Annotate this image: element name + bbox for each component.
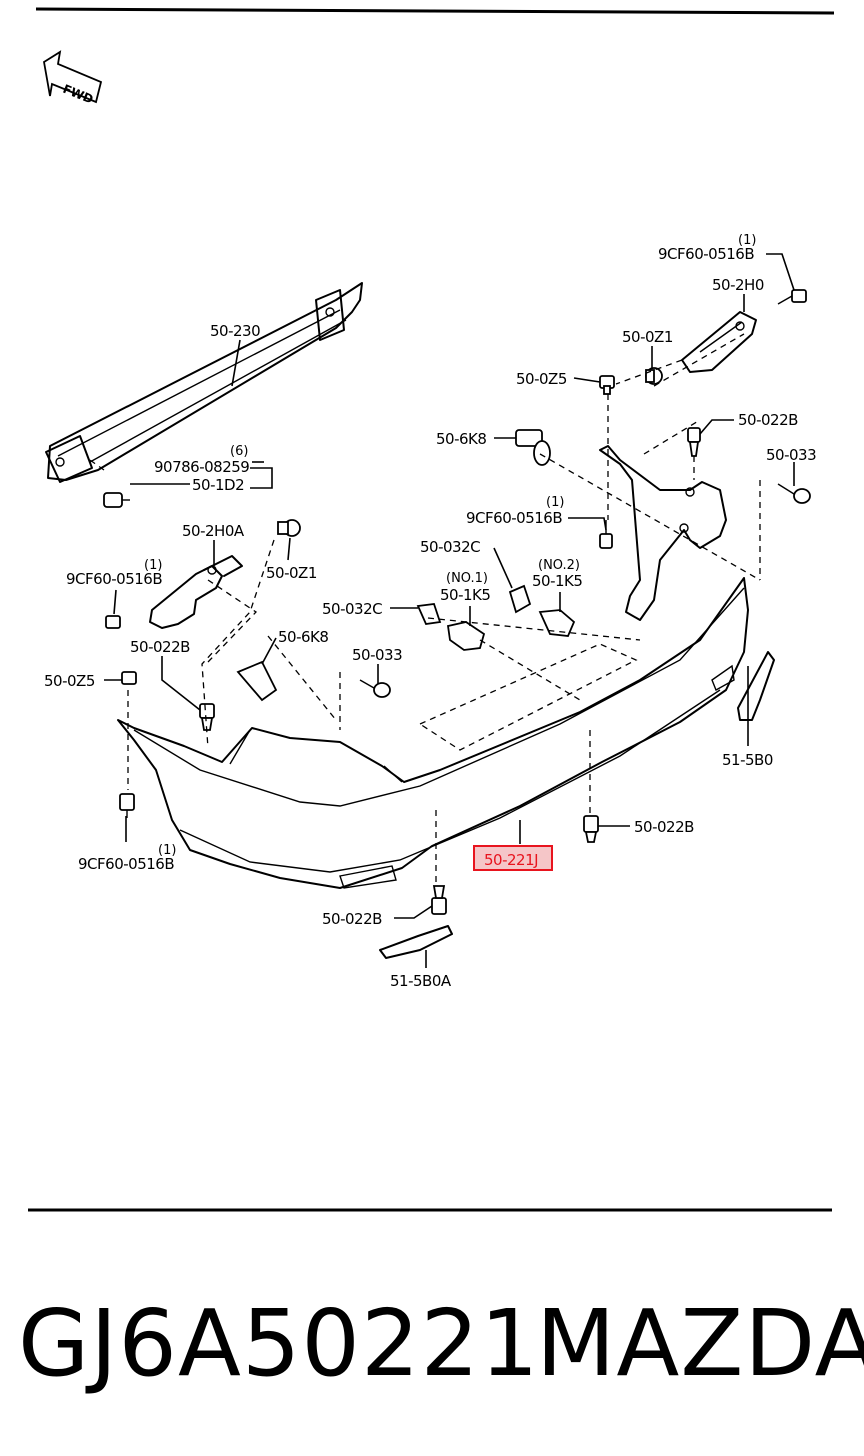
callout-51-5b0a: 51-5B0A: [390, 972, 452, 990]
clip-50-0z1-left-icon: [277, 519, 301, 537]
screw-9cf60-mid-icon: [599, 520, 613, 549]
callout-9cf60-mid-qty: (1): [546, 495, 564, 510]
fastener-50-022b-bottom-right-icon: [583, 815, 599, 843]
callout-50-1k5-no1: 50-1K5: [440, 586, 490, 604]
bumper-cover: [117, 577, 749, 889]
callout-50-1k5-no2-qty: (NO.2): [538, 558, 580, 573]
clip-50-0z1-right-icon: [645, 367, 663, 385]
screw-50-033-left-icon: [359, 679, 391, 698]
fastener-50-022b-left-icon: [199, 703, 215, 731]
callout-50-6k8-left: 50-6K8: [278, 628, 328, 646]
nut-50-032c-b-icon: [416, 603, 442, 625]
callout-50-022b-bottom: 50-022B: [322, 910, 382, 928]
nut-50-032c-a-icon: [508, 584, 532, 614]
caption: GJ6A50221 MAZDA: [0, 1290, 864, 1400]
retainer-50-6k8-left: [236, 660, 278, 702]
assembly-phantom-lines: [89, 333, 761, 884]
clip-50-0z5-left-icon: [121, 671, 137, 685]
callout-9cf60-top: 9CF60-0516B: [658, 245, 754, 263]
callout-50-2h0: 50-2H0: [712, 276, 764, 294]
fwd-arrow-icon: FWD: [43, 50, 103, 107]
callout-90786-qty: (6): [230, 444, 248, 459]
highlight-box: [473, 845, 553, 871]
screw-9cf60-bottom-left-icon: [119, 793, 135, 818]
reflector-51-5b0a: [379, 925, 453, 959]
retainer-50-6k8-right: [515, 429, 551, 466]
side-bracket-right: [599, 445, 727, 621]
callout-50-1d2: 50-1D2: [192, 476, 244, 494]
clip-50-1k5-no1-icon: [446, 621, 486, 651]
callout-50-032c-b: 50-032C: [322, 600, 382, 618]
callout-51-5b0: 51-5B0: [722, 751, 773, 769]
callout-9cf60-left: 9CF60-0516B: [66, 570, 162, 588]
callout-50-1k5-no1-qty: (NO.1): [446, 571, 488, 586]
callout-50-033-right: 50-033: [766, 446, 816, 464]
callout-9cf60-left-qty: (1): [144, 558, 162, 573]
callout-50-0z5-right: 50-0Z5: [516, 370, 567, 388]
callout-50-0z1-right: 50-0Z1: [622, 328, 673, 346]
callout-50-033-left: 50-033: [352, 646, 402, 664]
screw-9cf60-top-icon: [777, 289, 807, 305]
top-rule: [35, 7, 835, 15]
screw-9cf60-left-icon: [105, 615, 121, 629]
callout-9cf60-mid: 9CF60-0516B: [466, 509, 562, 527]
callout-50-1k5-no2: 50-1K5: [532, 572, 582, 590]
callout-50-6k8-right: 50-6K8: [436, 430, 486, 448]
reflector-51-5b0: [737, 651, 775, 721]
callout-9cf60-bottom-left: 9CF60-0516B: [78, 855, 174, 873]
leader-lines: [104, 253, 795, 968]
callout-50-0z5-left: 50-0Z5: [44, 672, 95, 690]
callout-90786-08259: 90786-08259: [154, 458, 249, 476]
callout-50-032c-a: 50-032C: [420, 538, 480, 556]
fastener-50-022b-bottom-icon: [431, 885, 447, 915]
part-number: GJ6A50221: [18, 1290, 540, 1397]
callout-50-2h0a: 50-2H0A: [182, 522, 245, 540]
callout-9cf60-top-qty: (1): [738, 233, 756, 248]
fastener-50-022b-right-icon: [687, 427, 701, 457]
callout-50-022b-right: 50-022B: [738, 411, 798, 429]
bumper-reinforcement: [45, 282, 363, 483]
brand-name: MAZDA: [536, 1290, 864, 1397]
bracket-50-2h0a: [149, 555, 243, 629]
bolt-50-1d2-icon: [103, 492, 130, 508]
callout-50-221j: 50-221J: [484, 851, 538, 869]
callout-50-022b-left: 50-022B: [130, 638, 190, 656]
clip-50-1k5-no2-icon: [538, 609, 576, 637]
callout-50-022b-bottom-right: 50-022B: [634, 818, 694, 836]
bracket-50-2h0: [681, 311, 757, 373]
screw-50-033-right-icon: [777, 483, 811, 504]
callout-50-0z1-left: 50-0Z1: [266, 564, 317, 582]
callout-50-230: 50-230: [210, 322, 260, 340]
callout-9cf60-bottom-left-qty: (1): [158, 843, 176, 858]
clip-50-0z5-right-icon: [599, 375, 615, 395]
